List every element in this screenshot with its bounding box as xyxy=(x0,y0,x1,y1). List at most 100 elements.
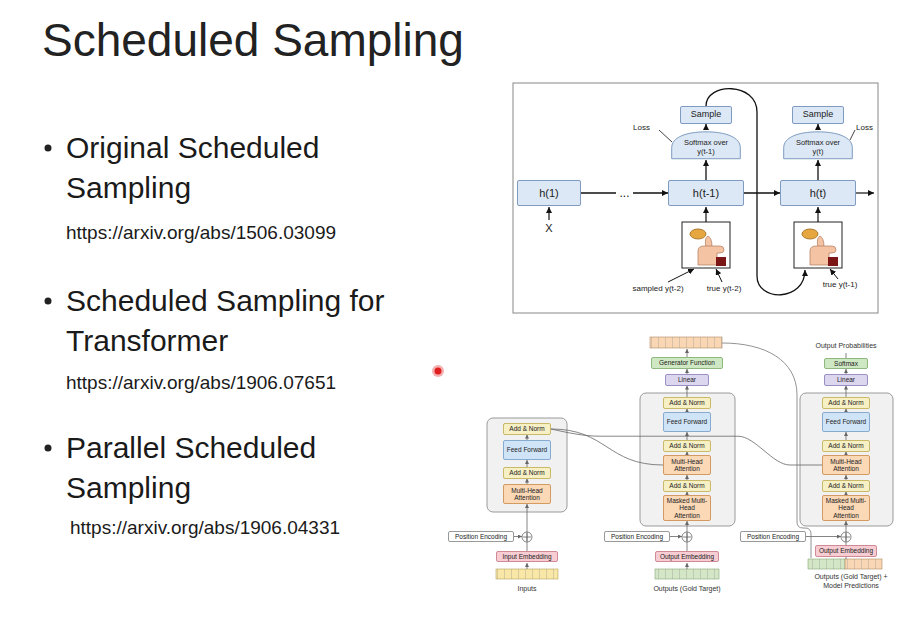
cell-dividers xyxy=(655,569,719,579)
softmax-outline-path xyxy=(784,132,853,159)
true-label: true y(t-2) xyxy=(697,284,751,294)
connector xyxy=(527,460,528,467)
position-encoding-box: Position Encoding xyxy=(604,531,670,542)
coin-flip-box xyxy=(682,222,730,268)
connector xyxy=(846,386,847,398)
node-text: Add & Norm xyxy=(828,399,863,406)
node-text: Multi-Head Attention xyxy=(666,458,708,472)
encoding-line xyxy=(670,536,682,537)
loss-leader xyxy=(659,130,672,142)
connector xyxy=(846,521,847,545)
leader-arrow xyxy=(830,269,838,279)
node-text: Add & Norm xyxy=(828,482,863,489)
generator-box: Generator Function xyxy=(651,357,723,369)
coin-flip-box xyxy=(794,222,842,268)
url-text: https://arxiv.org/abs/1906.07651 xyxy=(66,371,426,395)
target-label: Outputs (Gold Target) xyxy=(637,584,737,593)
node-text: Masked Multi-Head Attention xyxy=(825,497,867,518)
connector xyxy=(846,432,847,440)
generator-box: Softmax xyxy=(824,358,868,369)
softmax-shape: Softmax over y(t) xyxy=(782,130,854,160)
node-text: Masked Multi-Head Attention xyxy=(666,497,708,518)
target-label: Outputs (Gold Target) + Model Prediction… xyxy=(804,572,898,590)
feed-forward-box: Feed Forward xyxy=(663,412,711,432)
sample-box: Sample xyxy=(680,106,732,124)
add-norm-box: Add & Norm xyxy=(663,480,711,491)
softmax-shape: Softmax over y(t-1) xyxy=(670,130,742,160)
coin-flip-icon xyxy=(802,229,838,266)
cell-dividers xyxy=(650,337,722,348)
bullet-dot xyxy=(45,445,52,452)
true-label: true y(t-1) xyxy=(810,280,870,290)
sample-box: Sample xyxy=(792,106,844,124)
add-norm-box: Add & Norm xyxy=(822,480,870,491)
node-text: h(t) xyxy=(810,187,827,199)
input-arrow xyxy=(817,207,818,222)
target-cells xyxy=(655,569,719,579)
leader-arrow xyxy=(716,269,722,282)
pointer-halo xyxy=(432,365,444,377)
token-line xyxy=(687,563,688,569)
cell-dividers xyxy=(496,569,558,579)
slide-title: Scheduled Sampling xyxy=(42,14,464,67)
embedding-box: Output Embedding xyxy=(815,545,877,556)
bullet-text: Original Scheduled Sampling xyxy=(66,128,396,208)
node-text: Linear xyxy=(837,376,855,383)
loss-label: Loss xyxy=(633,123,659,133)
laser-pointer xyxy=(435,368,442,375)
node-text: Add & Norm xyxy=(509,469,544,476)
node-text: Output Embedding xyxy=(819,547,873,554)
softmax-outline-path xyxy=(672,132,741,159)
output-label: Output Probabilities xyxy=(806,341,886,350)
node-text: Input Embedding xyxy=(502,553,551,560)
attention-box: Multi-Head Attention xyxy=(503,484,551,504)
connector xyxy=(817,124,818,130)
node-text: Multi-Head Attention xyxy=(506,487,548,501)
url-text: https://arxiv.org/abs/1506.03099 xyxy=(66,221,446,245)
node-text: Softmax xyxy=(834,360,858,367)
embedding-box: Output Embedding xyxy=(655,551,719,562)
connector xyxy=(705,124,706,130)
add-norm-box: Add & Norm xyxy=(503,423,551,434)
node-text: Generator Function xyxy=(659,359,715,366)
add-norm-box: Add & Norm xyxy=(822,397,870,408)
node-text: Add & Norm xyxy=(828,442,863,449)
node-text: Feed Forward xyxy=(826,418,866,425)
bullet-dot xyxy=(45,145,52,152)
input-cells xyxy=(496,569,558,579)
cell-dividers xyxy=(808,559,882,569)
attention-box: Masked Multi-Head Attention xyxy=(822,495,870,521)
hidden-state-box: h(t-1) xyxy=(668,180,744,206)
linear-box: Linear xyxy=(665,374,709,385)
position-encoding-box: Position Encoding xyxy=(740,531,806,542)
connector xyxy=(705,160,706,180)
input-label: X xyxy=(541,222,557,235)
prediction-feedback-line xyxy=(722,343,811,558)
node-text: Add & Norm xyxy=(669,442,704,449)
add-norm-box: Add & Norm xyxy=(663,397,711,408)
node-text: Feed Forward xyxy=(507,446,547,453)
decoder-block xyxy=(800,393,893,526)
node-text: Output Embedding xyxy=(660,553,714,560)
loss-label: Loss xyxy=(856,123,878,133)
figure-frame xyxy=(513,83,878,313)
input-arrow xyxy=(548,207,549,220)
node-text: Linear xyxy=(678,376,696,383)
hidden-state-box: h(1) xyxy=(517,180,581,206)
position-encoding-box: Position Encoding xyxy=(448,531,514,542)
node-text: Position Encoding xyxy=(747,533,799,540)
embedding-box: Input Embedding xyxy=(496,551,558,562)
connector xyxy=(527,504,528,551)
connector xyxy=(817,160,818,180)
state-arrow xyxy=(856,192,874,193)
encoding-line xyxy=(514,536,522,537)
hidden-state-box: h(t) xyxy=(780,180,856,206)
attention-box: Multi-Head Attention xyxy=(663,455,711,475)
node-text: Position Encoding xyxy=(611,533,663,540)
connector xyxy=(551,429,663,465)
add-norm-box: Add & Norm xyxy=(663,440,711,451)
bullet-text: Parallel Scheduled Sampling xyxy=(66,428,396,508)
input-arrow xyxy=(705,207,706,222)
edge-label: ... xyxy=(616,187,632,199)
